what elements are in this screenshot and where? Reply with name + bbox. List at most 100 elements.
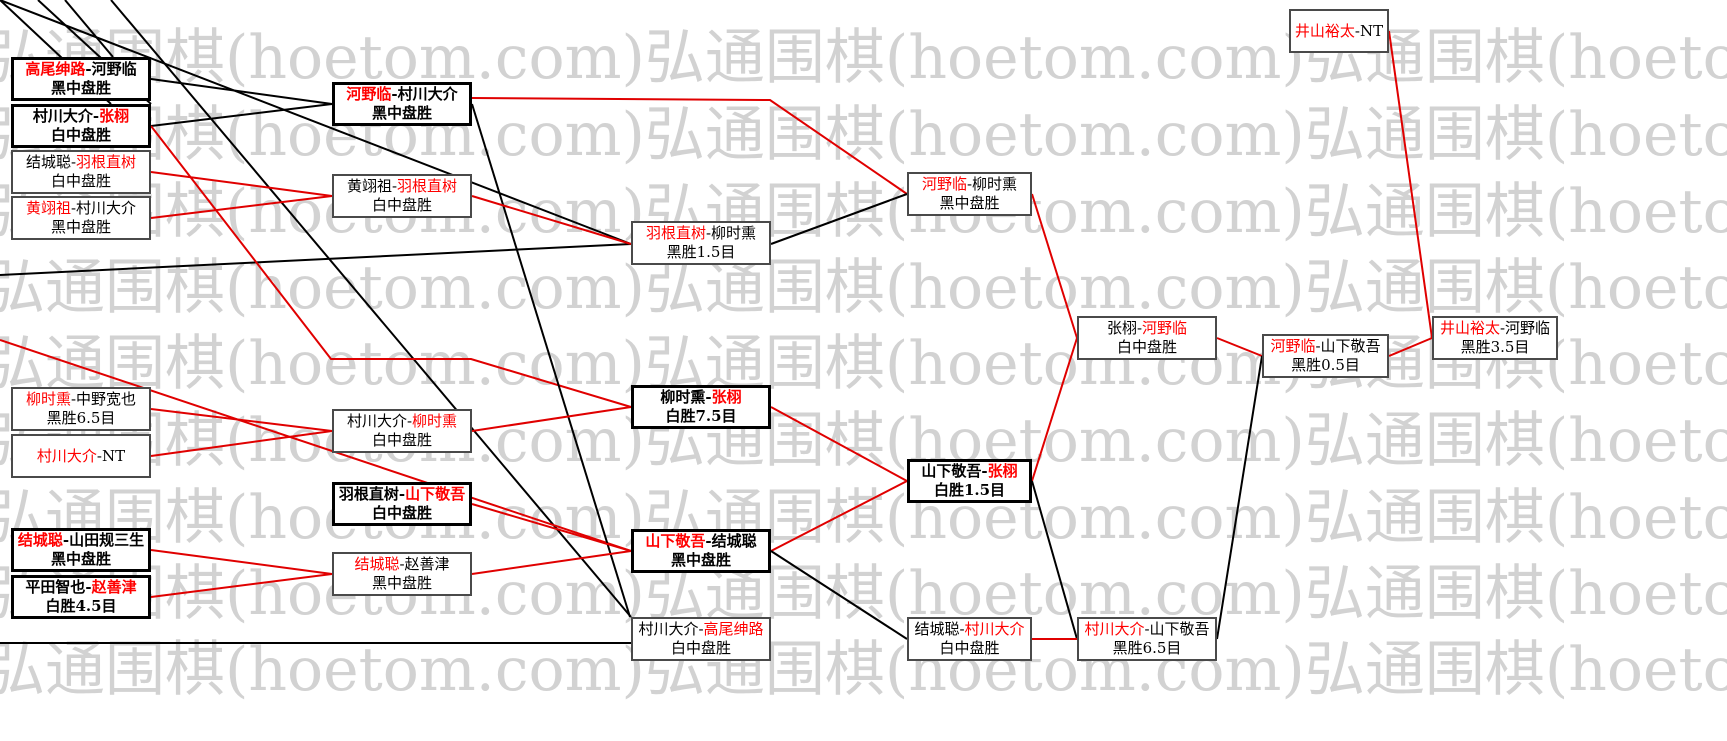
winner-path-line	[150, 195, 333, 219]
match-result: 黑胜1.5目	[666, 243, 736, 261]
match-box-m-r7-top[interactable]: 井山裕太-NT	[1289, 9, 1389, 53]
winner-path-line	[0, 339, 632, 552]
match-box-m-r5-2[interactable]: 村川大介-山下敬吾黑胜6.5目	[1077, 617, 1217, 661]
player-white: 村川大介	[964, 620, 1025, 638]
match-result: 白中盘胜	[50, 172, 111, 190]
match-box-m-r4-2[interactable]: 山下敬吾-张栩白胜1.5目	[907, 459, 1032, 503]
winner-path-line	[471, 406, 632, 432]
match-box-m-r3-1[interactable]: 羽根直树-柳时熏黑胜1.5目	[631, 221, 771, 265]
vs-separator: -	[398, 485, 406, 503]
match-players: 黄翊祖-村川大介	[13, 199, 149, 218]
player-white: 河野临	[1505, 319, 1551, 337]
match-box-m-r1-4[interactable]: 黄翊祖-村川大介黑中盘胜	[11, 196, 151, 240]
match-players: 村川大介-山下敬吾	[1079, 620, 1215, 639]
winner-path-line	[150, 125, 632, 408]
match-box-m-r1-3[interactable]: 结城聪-羽根直树白中盘胜	[11, 150, 151, 194]
player-white: 张栩	[99, 107, 130, 125]
winner-path-line	[150, 430, 333, 457]
match-box-m-r2-1[interactable]: 河野临-村川大介黑中盘胜	[332, 82, 472, 126]
winner-path-line	[770, 406, 908, 482]
vs-separator: -	[959, 620, 965, 638]
vs-separator: -	[70, 199, 77, 217]
match-result: 白中盘胜	[371, 504, 432, 522]
match-box-m-r4-1[interactable]: 河野临-柳时熏黑中盘胜	[907, 172, 1032, 216]
match-box-m-r1-8[interactable]: 平田智也-赵善津白胜4.5目	[11, 575, 151, 619]
bracket-line	[1216, 355, 1263, 640]
vs-separator: -	[70, 153, 77, 171]
vs-separator: -	[62, 531, 70, 549]
winner-path-line	[770, 480, 908, 552]
match-result: 黑中盘胜	[50, 79, 111, 97]
match-box-m-r3-2[interactable]: 柳时熏-张栩白胜7.5目	[631, 385, 771, 429]
vs-separator: -	[85, 578, 92, 596]
player-black: 柳时熏	[25, 390, 71, 408]
player-black: 羽根直树	[338, 485, 399, 503]
match-players: 羽根直树-柳时熏	[633, 224, 769, 243]
match-players: 河野临-山下敬吾	[1264, 337, 1387, 356]
match-box-m-r3-3[interactable]: 山下敬吾-结城聪黑中盘胜	[631, 529, 771, 573]
player-white: 柳时熏	[412, 412, 458, 430]
player-white: 村川大介	[76, 199, 137, 217]
match-box-m-r2-4[interactable]: 羽根直树-山下敬吾白中盘胜	[332, 482, 472, 526]
player-white: 山下敬吾	[405, 485, 466, 503]
player-white: 张栩	[711, 388, 742, 406]
match-box-m-r5-1[interactable]: 张栩-河野临白中盘胜	[1077, 316, 1217, 360]
vs-separator: -	[399, 555, 405, 573]
match-players: 河野临-柳时熏	[909, 175, 1030, 194]
winner-path-line	[471, 97, 908, 195]
match-players: 井山裕太-河野临	[1434, 319, 1556, 338]
player-black: 黄翊祖	[346, 177, 392, 195]
player-black: 高尾绅路	[25, 60, 86, 78]
match-box-m-r1-5[interactable]: 柳时熏-中野宽也黑胜6.5目	[11, 387, 151, 431]
match-box-m-r1-2[interactable]: 村川大介-张栩白中盘胜	[11, 104, 151, 148]
player-black: 村川大介	[32, 107, 93, 125]
match-result: 黑胜6.5目	[46, 409, 116, 427]
player-black: 张栩	[1106, 319, 1137, 337]
vs-separator: -	[1144, 620, 1150, 638]
match-box-m-r1-6[interactable]: 村川大介-NT	[11, 434, 151, 478]
match-players: 张栩-河野临	[1079, 319, 1215, 338]
match-box-m-r1-1[interactable]: 高尾绅路-河野临黑中盘胜	[11, 57, 151, 101]
player-white: 结城聪	[711, 532, 757, 550]
match-result: 白中盘胜	[1116, 338, 1177, 356]
match-box-m-r2-3[interactable]: 村川大介-柳时熏白中盘胜	[332, 409, 472, 453]
player-white: 河野临	[91, 60, 137, 78]
player-white: 河野临	[1142, 319, 1188, 337]
player-black: 山下敬吾	[921, 462, 982, 480]
player-black: 河野临	[346, 85, 392, 103]
winner-path-line	[1031, 193, 1078, 339]
player-white: NT	[101, 446, 126, 465]
winner-path-line	[471, 550, 632, 575]
player-black: 黄翊祖	[25, 199, 71, 217]
match-box-m-r2-2[interactable]: 黄翊祖-羽根直树白中盘胜	[332, 174, 472, 218]
vs-separator: -	[1136, 319, 1143, 337]
winner-path-line	[150, 408, 333, 432]
winner-path-line	[1388, 337, 1433, 357]
match-result: 黑中盘胜	[50, 550, 111, 568]
match-box-m-r6-1[interactable]: 河野临-山下敬吾黑胜0.5目	[1262, 334, 1389, 378]
match-box-m-r3-4[interactable]: 村川大介-高尾绅路白中盘胜	[631, 617, 771, 661]
bracket-line	[0, 243, 632, 276]
vs-separator: -	[705, 532, 712, 550]
match-result: 黑胜6.5目	[1112, 639, 1182, 657]
player-white: 赵善津	[91, 578, 137, 596]
match-box-m-final[interactable]: 井山裕太-河野临黑胜3.5目	[1432, 316, 1558, 360]
player-black: 井山裕太	[1439, 319, 1500, 337]
match-players: 河野临-村川大介	[335, 85, 469, 104]
player-white: 赵善津	[404, 555, 450, 573]
bracket-line	[150, 78, 333, 105]
player-white: 山下敬吾	[1149, 620, 1210, 638]
match-players: 黄翊祖-羽根直树	[334, 177, 470, 196]
match-box-m-r2-5[interactable]: 结城聪-赵善津黑中盘胜	[332, 552, 472, 596]
match-players: 结城聪-羽根直树	[13, 153, 149, 172]
player-white: NT	[1359, 21, 1384, 40]
match-players: 柳时熏-张栩	[634, 388, 768, 407]
match-box-m-r4-3[interactable]: 结城聪-村川大介白中盘胜	[907, 617, 1032, 661]
vs-separator: -	[391, 177, 398, 195]
match-box-m-r1-7[interactable]: 结城聪-山田规三生黑中盘胜	[11, 528, 151, 572]
winner-path-line	[150, 573, 333, 598]
match-result: 白中盘胜	[670, 639, 731, 657]
player-white: 羽根直树	[76, 153, 137, 171]
winner-path-line	[471, 503, 632, 552]
player-black: 村川大介	[1084, 620, 1145, 638]
